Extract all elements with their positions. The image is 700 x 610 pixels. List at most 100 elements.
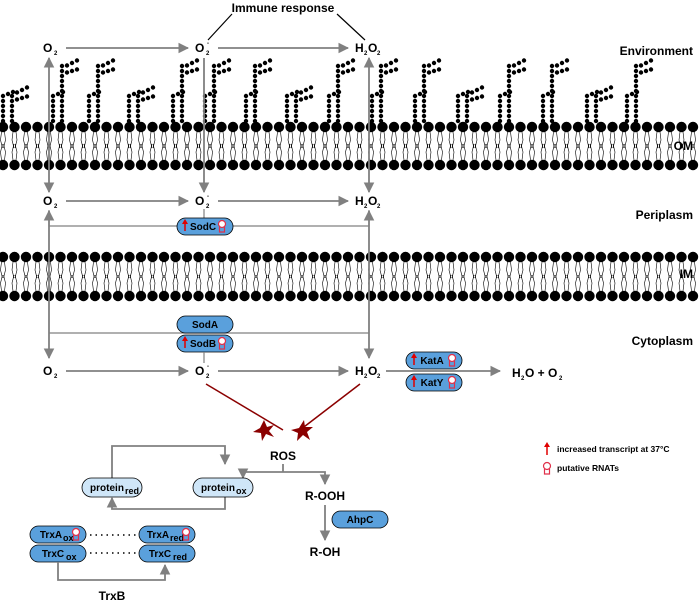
im-lipid-head — [319, 290, 331, 302]
om-lipid-head — [66, 159, 78, 171]
im-lipid-head — [239, 251, 250, 263]
om-lipid-head — [66, 121, 78, 133]
om-lipid-head — [446, 121, 457, 133]
ros-label: ROS — [270, 449, 296, 463]
om-lipid-head — [216, 159, 227, 171]
im-lipid-head — [538, 290, 549, 302]
svg-text:O: O — [43, 194, 52, 208]
im-lipid-head — [457, 251, 469, 263]
om-lipid-head — [469, 121, 480, 133]
im-lipid-head — [285, 290, 296, 302]
om-lipid-head — [181, 159, 193, 171]
im-lipid-head — [607, 251, 618, 263]
im-lipid-head — [630, 290, 641, 302]
svg-text:O: O — [43, 41, 52, 55]
om-lipid-head — [331, 121, 342, 133]
om-lipid-head — [480, 121, 492, 133]
protein-red: protein red — [81, 477, 143, 498]
om-lipid-head — [549, 159, 561, 171]
im-lipid-head — [112, 251, 124, 263]
svg-text:2: 2 — [377, 374, 381, 380]
im-lipid-head — [181, 290, 193, 302]
im-lipid-head — [204, 290, 216, 302]
om-lipid-head — [273, 121, 285, 133]
im-lipid-head — [285, 251, 296, 263]
im-lipid-head — [331, 290, 342, 302]
om-lipid-head — [561, 121, 572, 133]
om-lipid-head — [457, 121, 469, 133]
rnat-icon — [447, 375, 457, 389]
im-lipid-head — [400, 251, 411, 263]
im-lipid-head — [641, 251, 653, 263]
om-lipid-head — [239, 121, 250, 133]
om-lipid-head — [262, 159, 273, 171]
om-lipid-head — [641, 121, 653, 133]
im-lipid-head — [32, 290, 43, 302]
svg-text:O: O — [195, 364, 204, 378]
im-lipid-head — [342, 290, 354, 302]
om-lipid-head — [296, 121, 308, 133]
env-superoxide: O 2 - — [195, 41, 210, 57]
om-lipid-head — [296, 159, 308, 171]
arrow-protein-red-to-ox — [111, 445, 231, 478]
im-lipid-head — [492, 251, 503, 263]
im-lipid-head — [262, 290, 273, 302]
om-lipid-head — [78, 121, 89, 133]
svg-text:O: O — [195, 194, 204, 208]
om-lipid-head — [434, 121, 446, 133]
region-om: OM — [674, 139, 693, 153]
svg-text:H: H — [355, 364, 364, 378]
arrow-trxb-reduction — [57, 562, 171, 581]
om-lipid-head — [365, 121, 377, 133]
region-periplasm: Periplasm — [636, 208, 693, 222]
im-lipid-head — [32, 251, 43, 263]
region-im: IM — [680, 267, 693, 281]
ros-burst-left-icon — [253, 420, 274, 441]
om-lipid-head — [584, 159, 595, 171]
im-lipid-head — [388, 290, 400, 302]
om-lipid-head — [147, 121, 158, 133]
im-lipid-head — [308, 290, 319, 302]
trxc-red: TrxC red — [138, 544, 196, 563]
im-lipid-head — [331, 251, 342, 263]
svg-text:protein: protein — [90, 483, 124, 494]
om-lipid-head — [572, 121, 584, 133]
svg-text:KatA: KatA — [420, 356, 443, 367]
im-lipid-head — [538, 251, 549, 263]
om-lipid-head — [135, 121, 147, 133]
im-lipid-head — [158, 251, 170, 263]
om-lipid-head — [158, 121, 170, 133]
svg-text:2: 2 — [377, 204, 381, 210]
om-lipid-head — [112, 159, 124, 171]
om-lipid-head — [273, 159, 285, 171]
im-lipid-head — [216, 251, 227, 263]
om-lipid-head — [101, 159, 112, 171]
om-lipid-head — [653, 121, 664, 133]
region-environment: Environment — [620, 44, 693, 58]
im-lipid-head — [135, 251, 147, 263]
im-lipid-head — [101, 251, 112, 263]
svg-text:-: - — [207, 41, 209, 47]
im-lipid-head — [687, 251, 699, 263]
im-lipid-head — [296, 290, 308, 302]
svg-text:2: 2 — [559, 376, 563, 382]
peri-superoxide: O 2 - — [195, 194, 210, 210]
om-lipid-head — [595, 159, 607, 171]
om-lipid-head — [55, 159, 66, 171]
om-lipid-head — [0, 159, 9, 171]
om-lipid-head — [78, 159, 89, 171]
svg-text:ox: ox — [66, 552, 77, 562]
legend-increased-label: increased transcript at 37°C — [557, 444, 670, 454]
sodb-enzyme: SodB — [176, 334, 234, 353]
im-lipid-head — [618, 290, 630, 302]
om-lipid-head — [469, 159, 480, 171]
om-lipid-head — [618, 159, 630, 171]
arrow-protein-ox-to-red — [106, 496, 226, 510]
svg-text:red: red — [173, 552, 187, 562]
im-lipid-head — [0, 290, 9, 302]
trxb-label: TrxB — [99, 589, 126, 603]
increase-arrow-icon — [411, 353, 417, 365]
im-lipid-head — [239, 290, 250, 302]
im-lipid-head — [262, 251, 273, 263]
svg-text:SodA: SodA — [192, 320, 218, 331]
